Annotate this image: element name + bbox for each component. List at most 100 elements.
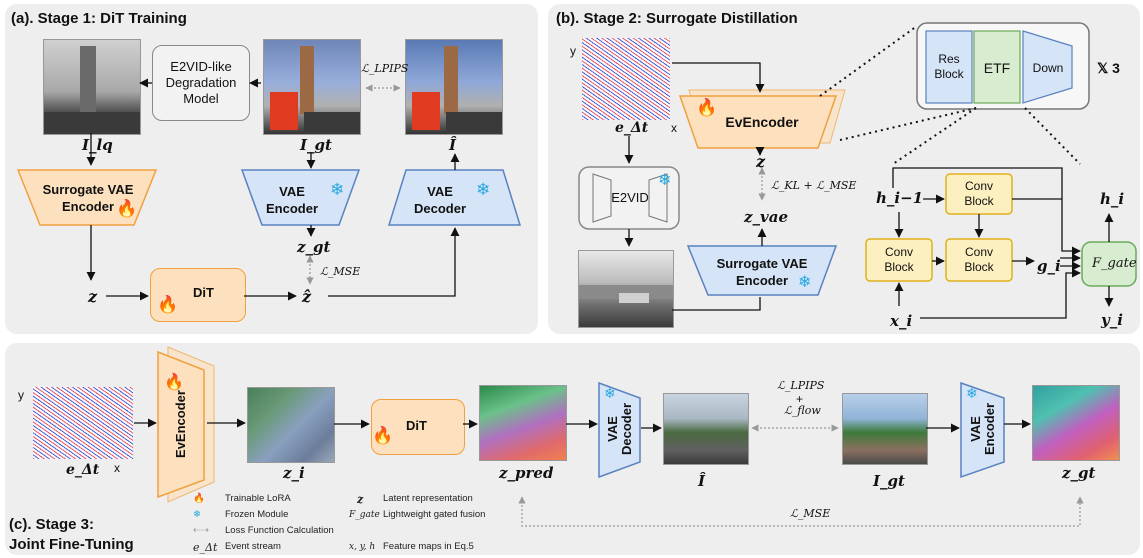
- x-i-label: x_i: [890, 312, 913, 330]
- stage2-axis-x: x: [671, 121, 677, 135]
- stage3-dit-fire-icon: 🔥: [372, 426, 394, 445]
- vae-encoder-snowflake-icon: ❄: [330, 180, 345, 199]
- z-hat-label: ẑ: [302, 287, 312, 306]
- stage2-evencoder-label: EvEncoder: [725, 114, 799, 130]
- legend-feature-symbol: x, y, h: [349, 542, 376, 552]
- stage1-title: (a). Stage 1: DiT Training: [11, 10, 187, 27]
- stage3-event-stream-image: [33, 387, 133, 459]
- stage3-i-gt-label: I_gt: [873, 472, 905, 490]
- latent-zpred-image: [479, 385, 567, 461]
- conv-block-right-label: Conv Block: [964, 245, 994, 274]
- conv-block-left: [865, 238, 933, 282]
- down-box: [1022, 30, 1073, 104]
- i-hat-label: Î: [449, 136, 457, 154]
- stage2-evencoder-fire-icon: 🔥: [696, 98, 718, 117]
- latent-zgt-image: [1032, 385, 1120, 461]
- stage2-surrogate-encoder-shape: [686, 245, 838, 296]
- reconstructed-image: [405, 39, 503, 135]
- stage3-flow-label: ℒ_flow: [784, 404, 821, 417]
- legend-fire-icon: 🔥: [193, 493, 205, 504]
- surrogate-vae-encoder-shape: [16, 169, 158, 226]
- legend-dotted-arrow-icon: ⇠⇢: [193, 525, 209, 536]
- res-block-box: [925, 30, 973, 104]
- legend-item-frozen: ❄Frozen Module: [193, 509, 289, 520]
- vae-decoder-shape: [387, 169, 522, 226]
- stage3-axis-y: y: [18, 388, 24, 402]
- low-quality-image: [43, 39, 141, 135]
- stage1-dit-label: DiT: [193, 285, 214, 300]
- stage3-gt-image: [842, 393, 928, 465]
- stage1-mse-label: ℒ_MSE: [320, 265, 361, 278]
- stage1-dit-box: DiT 🔥: [150, 268, 246, 322]
- legend-snowflake-icon: ❄: [193, 509, 201, 520]
- z-i-label: z_i: [283, 464, 305, 482]
- down-label: Down: [1032, 61, 1064, 75]
- ground-truth-image: [263, 39, 361, 135]
- degradation-model-label: E2VID-like Degradation Model: [165, 59, 237, 106]
- stage2-evencoder-shape: [678, 95, 838, 149]
- f-gate-label: F_gate: [1092, 256, 1137, 271]
- h-prev-label: h_i−1: [876, 189, 924, 207]
- stage1-dit-fire-icon: 🔥: [157, 295, 179, 314]
- repeat-label: 𝕏 3: [1097, 60, 1120, 76]
- i-lq-label: I_lq: [82, 136, 113, 154]
- stage3-encoder-snowflake-icon: ❄: [966, 385, 978, 401]
- stage3-vae-encoder-shape: [960, 381, 1005, 479]
- e2vid-snowflake-icon: ❄: [658, 172, 672, 189]
- vae-encoder-shape: [240, 169, 361, 226]
- stage3-e-dt-label: e_Δt: [66, 462, 100, 478]
- stage3-axis-x: x: [114, 461, 120, 475]
- stage2-surrogate-snowflake-icon: ❄: [798, 274, 812, 291]
- stage3-dit-label: DiT: [406, 418, 427, 433]
- stage2-surrogate-encoder-label: Surrogate VAE Encoder: [716, 256, 808, 288]
- i-gt-label: I_gt: [300, 136, 332, 154]
- vae-decoder-label: VAE Decoder: [413, 184, 467, 216]
- legend-event-symbol: e_Δt: [193, 541, 218, 554]
- stage2-axis-y: y: [570, 44, 576, 58]
- conv-block-left-label: Conv Block: [884, 245, 914, 274]
- conv-block-right: [945, 238, 1013, 282]
- degradation-model-box: E2VID-like Degradation Model: [152, 45, 250, 121]
- legend-item-lora: 🔥Trainable LoRA: [193, 493, 291, 504]
- stage3-i-hat-label: Î: [698, 472, 706, 490]
- kl-mse-loss-label: ℒ_KL + ℒ_MSE: [771, 179, 857, 192]
- stage2-event-stream-image: [582, 38, 670, 120]
- res-block-label: Res Block: [934, 52, 964, 81]
- stage3-mse-label: ℒ_MSE: [790, 507, 831, 520]
- e2vid-output-image: [578, 250, 674, 328]
- surrogate-vae-encoder-label: Surrogate VAE Encoder: [42, 182, 134, 214]
- z-gt-stage3-label: z_gt: [1062, 464, 1096, 482]
- etf-label: ETF: [983, 60, 1011, 76]
- stage3-dit-box: DiT 🔥: [371, 399, 465, 455]
- z-vae-label: z_vae: [744, 208, 788, 226]
- latent-zi-image: [247, 387, 335, 463]
- stage2-z-label: z: [756, 152, 766, 171]
- y-i-label: y_i: [1101, 311, 1123, 329]
- stage3-plus-label: +: [796, 392, 804, 406]
- z-gt-label: z_gt: [297, 238, 331, 256]
- stage2-e-dt-label: e_Δt: [615, 120, 649, 136]
- stage1-z-label: z: [88, 287, 98, 306]
- stage3-lpips-label: ℒ_LPIPS: [777, 379, 825, 392]
- stage3-decoder-snowflake-icon: ❄: [604, 385, 616, 401]
- stage3-evencoder-fire-icon: 🔥: [164, 374, 184, 391]
- conv-block-top-label: Conv Block: [964, 179, 994, 208]
- legend-latent-symbol: z: [357, 493, 364, 506]
- surrogate-encoder-fire-icon: 🔥: [116, 199, 138, 218]
- h-i-label: h_i: [1100, 190, 1125, 208]
- stage3-vae-encoder-label: VAE Encoder: [968, 403, 997, 456]
- g-i-label: g_i: [1037, 257, 1061, 275]
- vae-encoder-label: VAE Encoder: [265, 184, 318, 216]
- z-pred-label: z_pred: [499, 464, 554, 482]
- vae-decoder-snowflake-icon: ❄: [476, 180, 491, 199]
- stage3-vae-decoder-label: VAE Decoder: [605, 402, 634, 456]
- stage3-vae-decoder-shape: [598, 381, 641, 479]
- e2vid-label: E2VID: [611, 189, 649, 205]
- etf-box: [973, 30, 1021, 104]
- legend-gate-symbol: F_gate: [349, 510, 380, 520]
